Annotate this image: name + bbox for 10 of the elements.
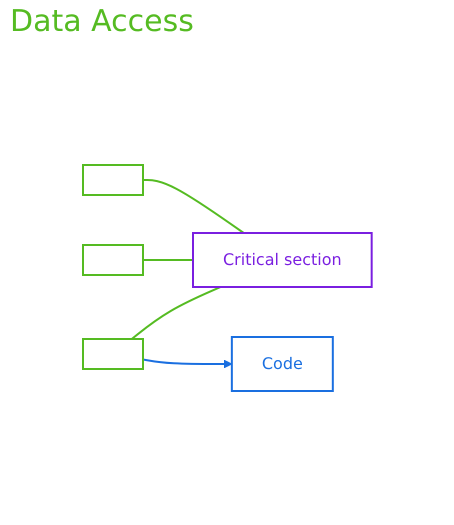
node-box: Critical section <box>192 232 372 288</box>
title: Data Access <box>9 3 195 41</box>
node-box: Code <box>230 336 334 392</box>
node-box <box>82 244 144 276</box>
node-box <box>82 164 144 196</box>
connector <box>130 286 221 340</box>
arrow <box>142 358 232 368</box>
node-box <box>82 338 144 370</box>
connector <box>142 179 244 234</box>
connector <box>142 259 193 261</box>
